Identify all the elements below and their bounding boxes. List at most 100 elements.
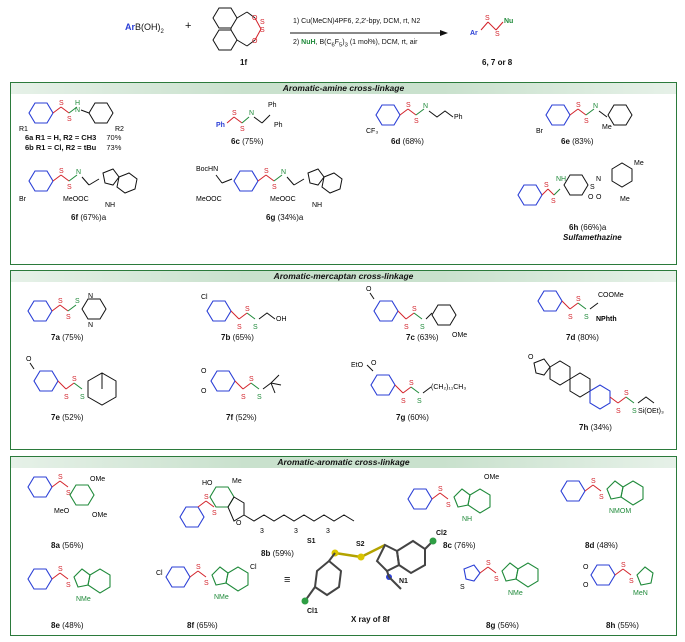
svg-text:S: S	[67, 116, 72, 123]
xray-structure-8f	[301, 537, 437, 605]
svg-text:S: S	[232, 110, 237, 117]
label-6b: 6b R1 = Cl, R2 = tBu 73%	[25, 143, 122, 152]
label-7h: 7h (34%)	[579, 423, 612, 432]
svg-text:NH: NH	[462, 516, 472, 523]
svg-text:S: S	[272, 184, 277, 191]
svg-text:CF₃: CF₃	[366, 128, 378, 135]
svg-text:O: O	[528, 354, 534, 361]
svg-text:3: 3	[326, 528, 330, 535]
svg-text:(CH₂)₁₁CH₃: (CH₂)₁₁CH₃	[431, 384, 466, 391]
label-8d: 8d (48%)	[585, 541, 618, 550]
svg-text:S: S	[257, 394, 262, 401]
svg-text:Nu: Nu	[504, 18, 513, 25]
plus-sign: +	[185, 20, 192, 32]
structure-8e: SS NMe	[27, 566, 111, 603]
svg-text:OMe: OMe	[90, 476, 105, 483]
svg-text:Ph: Ph	[216, 122, 225, 129]
svg-text:O: O	[371, 360, 377, 367]
svg-text:S: S	[495, 31, 500, 38]
svg-text:S: S	[576, 296, 581, 303]
svg-text:N: N	[88, 293, 93, 300]
svg-text:S: S	[58, 298, 63, 305]
structure-7e: O SS S	[26, 356, 117, 406]
svg-text:R2: R2	[115, 126, 124, 133]
svg-text:N: N	[593, 103, 598, 110]
svg-text:R1: R1	[19, 126, 28, 133]
structure-7b: Cl SS S OH	[201, 294, 287, 331]
structure-8f: Cl SS Cl NMe	[156, 564, 257, 601]
svg-text:Cl: Cl	[250, 564, 257, 571]
step2-conditions: 2) NuH, B(C6F5)3 (1 mol%), DCM, rt, air	[293, 39, 418, 49]
label-7g: 7g (60%)	[396, 413, 429, 422]
svg-text:O: O	[583, 582, 589, 589]
xray-label-n1: N1	[399, 578, 408, 585]
svg-text:Me: Me	[232, 478, 242, 485]
svg-text:EtO: EtO	[351, 362, 364, 369]
label-7d: 7d (80%)	[566, 333, 599, 342]
svg-text:S: S	[196, 564, 201, 571]
label-8e: 8e (48%)	[51, 621, 84, 630]
structure-6g: BocHN MeOOC SS N MeOOC NH	[196, 166, 343, 209]
label-8h: 8h (55%)	[606, 621, 639, 630]
svg-text:S: S	[624, 390, 629, 397]
step1-conditions: 1) Cu(MeCN)4PF6, 2,2'-bpy, DCM, rt, N2	[293, 18, 421, 25]
svg-text:COOMe: COOMe	[598, 292, 624, 299]
reagent-1f-structure: O O S S	[212, 7, 265, 51]
svg-text:S: S	[591, 478, 596, 485]
svg-text:3: 3	[294, 528, 298, 535]
svg-text:S: S	[58, 566, 63, 573]
svg-text:S: S	[401, 398, 406, 405]
svg-text:O: O	[201, 388, 207, 395]
svg-text:Me: Me	[620, 196, 630, 203]
svg-text:MeOOC: MeOOC	[270, 196, 296, 203]
svg-text:Cl: Cl	[156, 570, 163, 577]
svg-text:S: S	[438, 486, 443, 493]
svg-text:S: S	[404, 324, 409, 331]
structure-7h: O SS S Si(OEt)₃	[528, 354, 664, 415]
structure-6e: Br SS N Me	[536, 102, 633, 135]
label-8c: 8c (76%)	[443, 541, 476, 550]
svg-text:OMe: OMe	[92, 512, 107, 519]
svg-text:S: S	[599, 494, 604, 501]
svg-text:S: S	[66, 582, 71, 589]
svg-text:N: N	[249, 110, 254, 117]
xray-label-cl2: Cl2	[436, 530, 447, 537]
svg-text:S: S	[629, 578, 634, 585]
label-8g: 8g (56%)	[486, 621, 519, 630]
svg-text:O: O	[26, 356, 32, 363]
svg-text:O: O	[588, 194, 594, 201]
panel-title-aromatic: Aromatic-aromatic cross-linkage	[11, 457, 676, 468]
svg-text:S: S	[66, 490, 71, 497]
svg-text:3: 3	[260, 528, 264, 535]
structure-8d: SS NMOM	[560, 478, 644, 515]
svg-text:S: S	[420, 324, 425, 331]
svg-text:O: O	[201, 368, 207, 375]
label-6e: 6e (83%)	[561, 137, 594, 146]
panel-title-amine: Aromatic-amine cross-linkage	[11, 83, 676, 94]
svg-text:S: S	[485, 15, 490, 22]
sulfamethazine-caption: Sulfamethazine	[563, 233, 622, 242]
svg-text:OMe: OMe	[452, 332, 467, 339]
svg-text:O: O	[366, 286, 372, 293]
label-7a: 7a (75%)	[51, 333, 84, 342]
svg-text:N: N	[76, 169, 81, 176]
label-8b: 8b (59%)	[261, 549, 294, 558]
equivalent-sign: ≡	[284, 574, 291, 586]
svg-text:O: O	[236, 520, 242, 527]
svg-text:S: S	[486, 560, 491, 567]
xray-label-s1: S1	[307, 538, 316, 545]
svg-text:Ph: Ph	[268, 102, 277, 109]
svg-text:S: S	[494, 576, 499, 583]
svg-text:S: S	[414, 118, 419, 125]
svg-text:NH: NH	[312, 202, 322, 209]
svg-text:N: N	[596, 176, 601, 183]
svg-text:NH: NH	[556, 176, 566, 183]
svg-text:S: S	[80, 394, 85, 401]
svg-text:NMe: NMe	[508, 590, 523, 597]
product-general-structure: Ar S S Nu	[470, 15, 513, 38]
svg-text:NPhth: NPhth	[596, 316, 617, 323]
svg-text:Cl: Cl	[201, 294, 208, 301]
